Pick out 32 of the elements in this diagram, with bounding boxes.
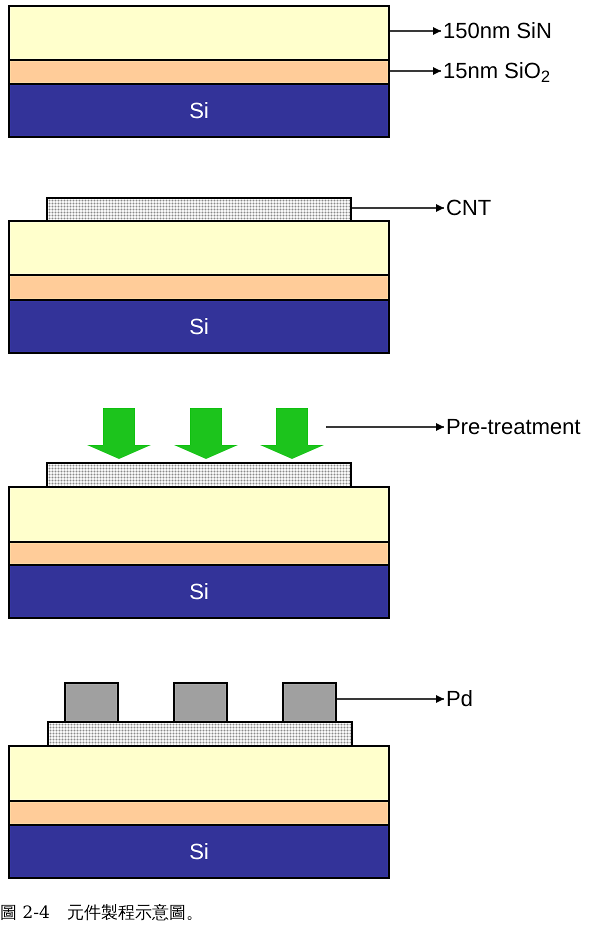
silicon-nitride-layer xyxy=(8,220,390,274)
callout-label: Pd xyxy=(446,686,473,712)
cnt-layer xyxy=(46,197,352,220)
silicon-substrate: Si xyxy=(8,83,390,138)
silicon-oxide-layer xyxy=(8,541,390,564)
cnt-layer xyxy=(46,462,352,486)
figure-caption: 圖 2-4 元件製程示意圖。 xyxy=(0,902,203,924)
pd-electrode xyxy=(64,682,119,721)
leader-arrow xyxy=(390,67,441,75)
callout-label: 15nm SiO$_{2}$ xyxy=(443,58,550,84)
leader-arrow xyxy=(352,204,444,212)
silicon-nitride-layer xyxy=(8,486,390,541)
leader-arrow xyxy=(337,695,444,703)
cnt-layer xyxy=(47,721,353,745)
silicon-oxide-layer xyxy=(8,274,390,299)
silicon-oxide-layer xyxy=(8,800,390,824)
callout-label: CNT xyxy=(446,195,492,221)
pd-electrode xyxy=(173,682,228,721)
silicon-substrate: Si xyxy=(8,564,390,619)
callout-label: Pre-treatment xyxy=(446,414,580,440)
leader-arrow xyxy=(390,27,441,35)
silicon-nitride-layer xyxy=(8,5,390,59)
callout-label: 150nm SiN xyxy=(443,18,552,44)
silicon-substrate: Si xyxy=(8,824,390,879)
silicon-oxide-layer xyxy=(8,59,390,83)
leader-arrow xyxy=(326,423,444,431)
down-arrow xyxy=(260,408,324,459)
pd-electrode xyxy=(282,682,337,721)
down-arrow xyxy=(87,408,151,459)
down-arrow xyxy=(174,408,238,459)
silicon-substrate: Si xyxy=(8,299,390,354)
silicon-nitride-layer xyxy=(8,745,390,800)
